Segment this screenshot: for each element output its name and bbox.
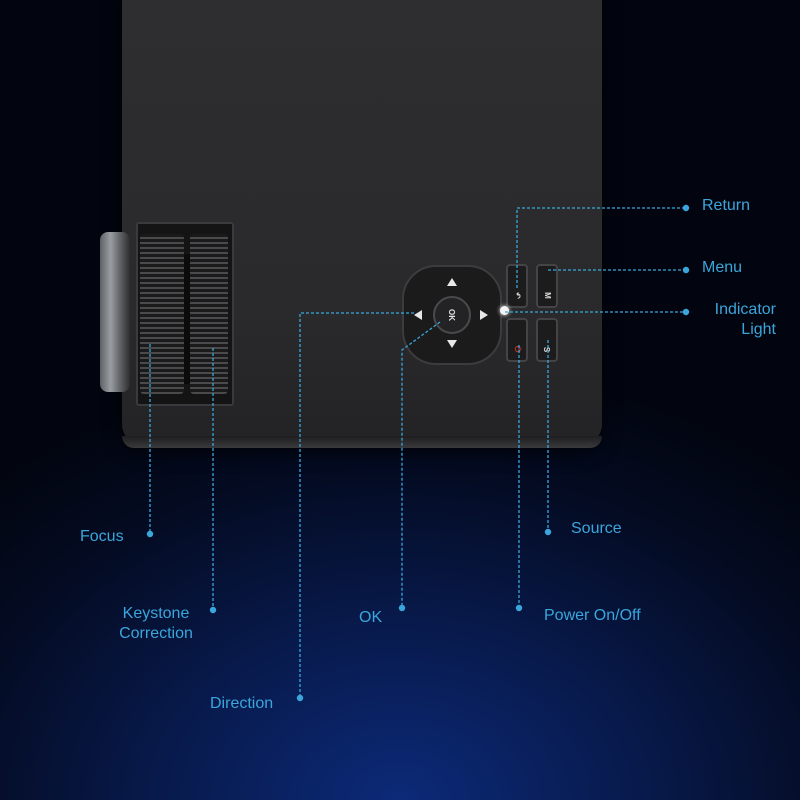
menu-label: Menu: [702, 259, 743, 276]
keystone-callout-dot: [209, 606, 217, 614]
arrow-right-icon[interactable]: [480, 310, 488, 320]
arrow-left-icon[interactable]: [414, 310, 422, 320]
power-button[interactable]: ⏻: [506, 318, 528, 362]
power-label: Power On/Off: [544, 607, 641, 624]
keystone-label-line1: Keystone: [122, 605, 190, 622]
keystone-wheel[interactable]: [190, 234, 228, 394]
return-label: Return: [702, 197, 751, 214]
projector-edge: [122, 436, 602, 448]
arrow-down-icon[interactable]: [447, 340, 457, 348]
ok-callout-line: [401, 321, 441, 606]
source-button[interactable]: S: [536, 318, 558, 362]
lens-ring: [100, 232, 130, 392]
menu-button[interactable]: M: [536, 264, 558, 308]
indicator-label: Indicator Light: [702, 300, 776, 340]
wheel-divider: [184, 254, 190, 384]
focus-wheel[interactable]: [140, 234, 184, 394]
power-callout-dot: [515, 604, 523, 612]
direction-callout-dot: [296, 694, 304, 702]
menu-callout-dot: [682, 266, 690, 274]
source-callout-dot: [544, 528, 552, 536]
indicator-callout-dot: [682, 308, 690, 316]
indicator-label-line2: Light: [741, 321, 776, 338]
indicator-light: [500, 306, 509, 315]
return-callout-line: [516, 207, 684, 288]
keystone-label-line2: Correction: [119, 625, 193, 642]
arrow-up-icon[interactable]: [447, 278, 457, 286]
ok-callout-dot: [398, 604, 406, 612]
focus-callout-dot: [146, 530, 154, 538]
focus-keystone-housing: [136, 222, 234, 406]
direction-pad[interactable]: OK: [402, 265, 502, 365]
direction-label: Direction: [210, 695, 274, 712]
keystone-label: Keystone Correction: [106, 604, 206, 644]
source-label: Source: [571, 520, 622, 537]
ok-label: OK: [359, 609, 383, 626]
indicator-label-line1: Indicator: [714, 301, 776, 318]
return-callout-dot: [682, 204, 690, 212]
direction-callout-line: [299, 312, 414, 696]
focus-label: Focus: [80, 528, 124, 545]
